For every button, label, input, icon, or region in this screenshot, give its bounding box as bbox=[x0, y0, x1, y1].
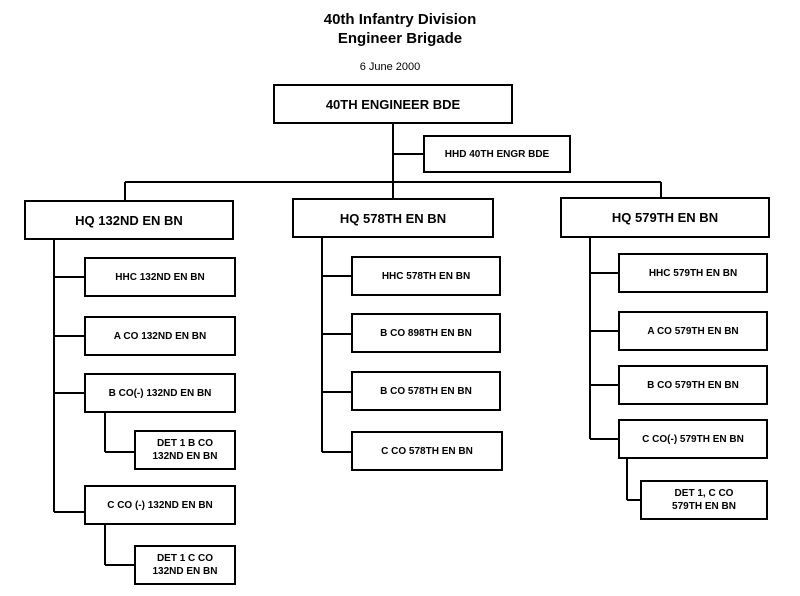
unit-box: C CO 578TH EN BN bbox=[351, 431, 503, 471]
unit-box: HHC 132ND EN BN bbox=[84, 257, 236, 297]
battalion-hq-132nd: HQ 132ND EN BN bbox=[24, 200, 234, 240]
brigade-box: 40TH ENGINEER BDE bbox=[273, 84, 513, 124]
battalion-hq-578th: HQ 578TH EN BN bbox=[292, 198, 494, 238]
unit-box: B CO 578TH EN BN bbox=[351, 371, 501, 411]
unit-box: HHC 579TH EN BN bbox=[618, 253, 768, 293]
chart-subtitle: Engineer Brigade bbox=[337, 30, 463, 47]
unit-box: A CO 132ND EN BN bbox=[84, 316, 236, 356]
chart-title: 40th Infantry Division bbox=[323, 11, 477, 28]
unit-box: C CO(-) 579TH EN BN bbox=[618, 419, 768, 459]
unit-box: B CO 898TH EN BN bbox=[351, 313, 501, 353]
unit-box: A CO 579TH EN BN bbox=[618, 311, 768, 351]
hhd-box: HHD 40TH ENGR BDE bbox=[423, 135, 571, 173]
unit-box: DET 1 C CO 132ND EN BN bbox=[134, 545, 236, 585]
unit-box: C CO (-) 132ND EN BN bbox=[84, 485, 236, 525]
unit-box: B CO(-) 132ND EN BN bbox=[84, 373, 236, 413]
unit-box: B CO 579TH EN BN bbox=[618, 365, 768, 405]
chart-date: 6 June 2000 bbox=[359, 61, 421, 73]
battalion-hq-579th: HQ 579TH EN BN bbox=[560, 197, 770, 238]
unit-box: HHC 578TH EN BN bbox=[351, 256, 501, 296]
unit-box: DET 1, C CO 579TH EN BN bbox=[640, 480, 768, 520]
unit-box: DET 1 B CO 132ND EN BN bbox=[134, 430, 236, 470]
